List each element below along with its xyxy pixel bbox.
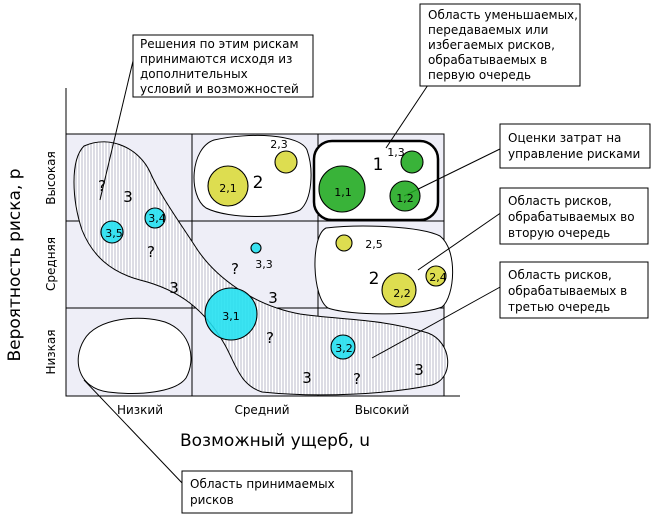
risk-circle-2-4: [425, 265, 447, 287]
x-category-medium: Средний: [234, 403, 289, 417]
callout-top-right: Область уменьшаемых, передаваемых или из…: [428, 8, 582, 82]
priority-mark-3-e: 3: [414, 361, 424, 379]
circle-label-3-2: 3,2: [335, 342, 353, 355]
priority-mark-2-top: 2: [253, 173, 264, 193]
callout-third: Область рисков, обрабатываемых в третью …: [508, 268, 631, 314]
priority-mark-3-b: 3: [169, 279, 179, 297]
x-category-low: Низкий: [117, 403, 163, 417]
callout-box-second: [499, 187, 649, 245]
question-mark-4: ?: [266, 329, 274, 347]
priority-mark-3-d: 3: [302, 369, 312, 387]
priority-mark-3-c: 3: [268, 289, 278, 307]
risk-circles: [100, 150, 447, 360]
risk-circle-2-5: [335, 234, 353, 252]
risk-circle-1-1: [318, 165, 366, 213]
risk-circle-3-1: [204, 287, 258, 341]
circle-label-2-4: 2,4: [429, 271, 447, 284]
risk-circle-3-3: [250, 242, 262, 254]
leader-lines: [83, 39, 503, 486]
unknown-marks: ? ? ? ? ?: [98, 177, 361, 388]
y-category-high: Высокая: [44, 151, 58, 204]
callout-accepted: Область принимаемых рисков: [190, 477, 339, 507]
y-category-low: Низкая: [44, 329, 58, 374]
y-axis-title: Вероятность риска, р: [5, 168, 25, 361]
circle-label-3-4: 3,4: [148, 212, 166, 225]
y-category-medium: Средняя: [44, 237, 58, 291]
risk-circle-2-2: [381, 272, 417, 308]
callout-box-top-right: [419, 3, 581, 87]
circle-label-2-5: 2,5: [365, 238, 383, 251]
callout-second: Область рисков, обрабатываемых во вторую…: [508, 194, 638, 240]
priority-marks: 1 2 2 3 3 3 3 3: [123, 155, 424, 387]
circle-label-1-3: 1,3: [387, 146, 405, 159]
risk-circle-1-2: [389, 180, 421, 212]
callout-box-cost: [499, 123, 651, 169]
question-mark-2: ?: [147, 243, 155, 261]
callout-box-top-left: [132, 34, 314, 98]
circle-label-3-3: 3,3: [255, 258, 273, 271]
x-category-high: Высокий: [355, 403, 410, 417]
priority-mark-2-right: 2: [369, 269, 380, 289]
risk-circle-3-2: [330, 334, 356, 360]
priority-mark-1: 1: [373, 155, 384, 175]
callout-box-third: [499, 261, 649, 319]
risk-circle-2-1: [207, 165, 249, 207]
accepted-risks-region: [77, 317, 192, 394]
question-mark-3: ?: [231, 260, 239, 278]
circle-label-1-1: 1,1: [334, 186, 352, 199]
risk-circle-3-5: [100, 220, 124, 244]
question-mark-5: ?: [353, 370, 361, 388]
circle-label-3-5: 3,5: [105, 227, 123, 240]
priority-mark-3-a: 3: [123, 188, 133, 206]
callout-cost: Оценки затрат на управление рисками: [508, 131, 640, 161]
circle-label-1-2: 1,2: [396, 192, 414, 205]
circle-label-2-1: 2,1: [219, 182, 237, 195]
callout-box-accepted: [181, 470, 353, 514]
circle-label-2-3: 2,3: [270, 138, 288, 151]
circle-label-2-2: 2,2: [393, 287, 411, 300]
third-priority-region: [73, 141, 449, 396]
circle-label-3-1: 3,1: [222, 310, 240, 323]
risk-circle-1-3: [400, 150, 424, 174]
callout-top-left: Решения по этим рискам принимаются исход…: [140, 37, 302, 96]
risk-circle-labels: 1,1 1,2 1,3 2,1 2,2 2,3 2,4 2,5 3,1 3,2 …: [105, 138, 447, 355]
risk-circle-2-3: [274, 150, 298, 174]
x-axis-title: Возможный ущерб, u: [180, 431, 370, 451]
question-mark-1: ?: [98, 177, 106, 195]
risk-circle-3-4: [144, 207, 166, 229]
